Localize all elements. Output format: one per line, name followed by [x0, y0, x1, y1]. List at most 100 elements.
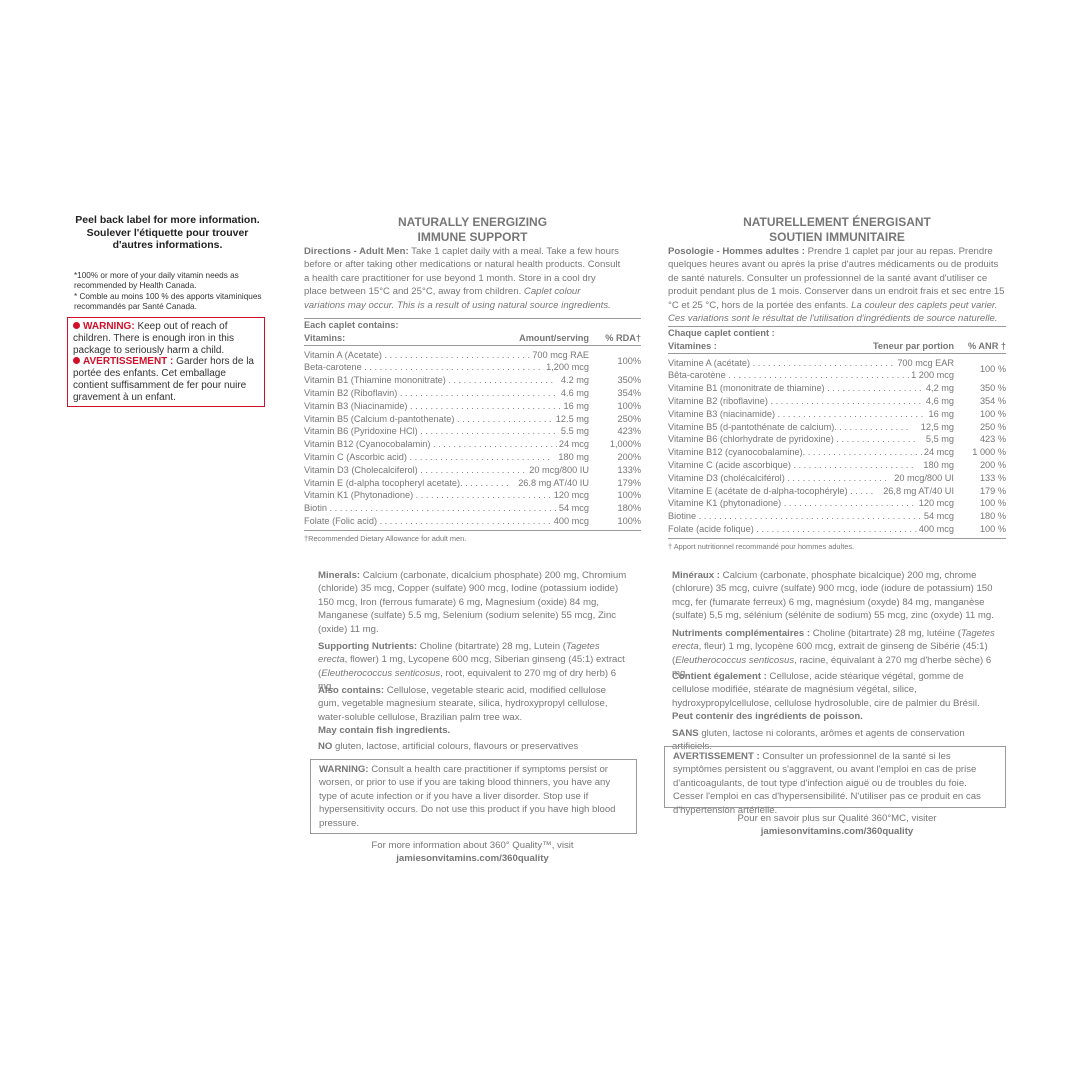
- facts-top-rule: [668, 326, 1006, 327]
- nutrient-row: Folate (Folic acid) . . . . . . . . . . …: [304, 515, 641, 528]
- en-also-label: Also contains:: [318, 685, 385, 696]
- nutrient-row: Vitamin B1 (Thiamine mononitrate) . . . …: [304, 374, 641, 387]
- fr-supporting-nutrients: Nutriments complémentaires : Choline (bi…: [672, 627, 1002, 681]
- nutrient-name: Vitamin C (Ascorbic acid) . . . . . . . …: [304, 451, 550, 462]
- fr-also-text: Cellulose, acide stéarique végétal, gomm…: [672, 671, 980, 709]
- nutrient-amount: 12,5 mg: [920, 421, 954, 432]
- fr-directions-text: Prendre 1 caplet par jour au repas. Pren…: [668, 246, 1005, 311]
- nutrient-amount: 5.5 mg: [560, 426, 589, 437]
- en-directions: Directions - Adult Men: Take 1 caplet da…: [304, 245, 621, 312]
- nutrient-percent: 100%: [617, 490, 642, 501]
- nutrient-amount: 120 mcg: [553, 490, 589, 501]
- nutrient-name: Vitamin D3 (Cholecalciferol) . . . . . .…: [304, 464, 528, 475]
- nutrient-name: Vitamine K1 (phytonadione) . . . . . . .…: [668, 498, 917, 509]
- nutrient-row: Vitamine B3 (niacinamide) . . . . . . . …: [668, 408, 1006, 421]
- nutrient-amount: 1 200 mcg: [911, 370, 954, 381]
- fr-supporting-text-3: , racine, équivalant à 270 mg d'herbe sè…: [672, 654, 992, 680]
- nutrient-percent: 423 %: [979, 434, 1006, 445]
- nutrient-row: Vitamine E (acétate de d-alpha-tocophéry…: [668, 485, 1006, 498]
- en-warning-label: WARNING:: [319, 764, 369, 775]
- nutrient-percent: 200 %: [979, 459, 1006, 470]
- nutrient-row: Vitamin K1 (Phytonadione) . . . . . . . …: [304, 489, 641, 502]
- nutrient-row: Vitamine B2 (riboflavine) . . . . . . . …: [668, 395, 1006, 408]
- nutrient-percent: 354 %: [979, 395, 1006, 406]
- fr-warning-label: AVERTISSEMENT :: [673, 751, 760, 762]
- nutrient-row: Vitamin B2 (Riboflavin) . . . . . . . . …: [304, 387, 641, 400]
- nutrient-row: Bêta-carotène . . . . . . . . . . . . . …: [668, 369, 1006, 382]
- en-free-from: NO gluten, lactose, artificial colours, …: [318, 740, 628, 753]
- nutrient-amount: 4.6 mg: [560, 387, 589, 398]
- peel-back-fr-1: Soulever l'étiquette pour trouver: [86, 226, 249, 239]
- iron-warning-en: WARNING: Keep out of reach of children. …: [73, 321, 259, 356]
- iron-avertissement-text: Garder hors de la portée des enfants. Ce…: [73, 356, 254, 403]
- en-warning-text: Consult a health care practitioner if sy…: [319, 764, 616, 829]
- nutrient-percent: 100 %: [979, 498, 1006, 509]
- fr-also-contains: Contient également : Cellulose, acide st…: [672, 670, 1002, 724]
- nutrient-amount: 20 mcg/800 UI: [894, 472, 954, 483]
- fr-more-info-text: Pour en savoir plus sur Qualité 360°MC, …: [737, 813, 937, 824]
- fr-directions-italic: La couleur des caplets peut varier. Ces …: [668, 299, 998, 325]
- nutrient-name: Vitamin B1 (Thiamine mononitrate) . . . …: [304, 375, 553, 386]
- en-column-headers: Vitamins: Amount/serving % RDA†: [304, 332, 641, 346]
- nutrient-percent: 133 %: [979, 472, 1006, 483]
- nutrient-amount: 24 mcg: [558, 439, 589, 450]
- en-minerals-text: Calcium (carbonate, dicalcium phosphate)…: [318, 570, 627, 635]
- nutrient-amount: 12.5 mg: [555, 413, 589, 424]
- nutrient-row: Vitamine K1 (phytonadione) . . . . . . .…: [668, 497, 1006, 510]
- fr-nutrient-rows: Vitamine A (acétate) . . . . . . . . . .…: [668, 357, 1006, 536]
- en-minerals-label: Minerals:: [318, 570, 361, 581]
- nutrient-row: Folate (acide folique) . . . . . . . . .…: [668, 523, 1006, 536]
- nutrient-percent: 1 000 %: [972, 447, 1006, 458]
- fr-supporting-italic-2: Eleutherococcus senticosus: [675, 654, 795, 666]
- fr-supporting-text-1: Choline (bitartrate) 28 mg, lutéine (: [810, 628, 961, 639]
- fr-column-headers: Vitamines : Teneur par portion % ANR †: [668, 340, 1006, 354]
- en-more-info-text: For more information about 360° Quality™…: [371, 840, 574, 851]
- en-footnote: †Recommended Dietary Allowance for adult…: [304, 533, 467, 543]
- nutrient-percent: 179 %: [979, 485, 1006, 496]
- nutrient-name: Vitamine B3 (niacinamide) . . . . . . . …: [668, 408, 927, 419]
- en-title-line-2: IMMUNE SUPPORT: [417, 230, 528, 244]
- nutrient-percent: 133%: [617, 464, 642, 475]
- nutrient-row: Vitamin B3 (Niacinamide) . . . . . . . .…: [304, 400, 641, 413]
- nutrient-amount: 4.2 mg: [560, 375, 589, 386]
- fr-supporting-text-2: , fleur) 1 mg, lycopène 600 mcg, extrait…: [672, 641, 988, 666]
- nutrient-percent: 179%: [617, 477, 642, 488]
- nutrient-percent: 180%: [617, 503, 642, 514]
- nutrient-name: Vitamin E (d-alpha tocopheryl acetate). …: [304, 477, 509, 488]
- nutrient-name: Vitamine D3 (cholécalciférol) . . . . . …: [668, 472, 887, 483]
- en-supplement-facts: Each caplet contains: Vitamins: Amount/s…: [304, 318, 641, 544]
- peel-back-fr-2: d'autres informations.: [112, 239, 223, 251]
- en-col-vitamins: Vitamins:: [304, 332, 346, 343]
- fr-more-info: Pour en savoir plus sur Qualité 360°MC, …: [668, 812, 1006, 839]
- fr-title: NATURELLEMENT ÉNERGISANT SOUTIEN IMMUNIT…: [668, 215, 1006, 245]
- nutrient-name: Vitamin B12 (Cyanocobalamin) . . . . . .…: [304, 439, 557, 450]
- nutrient-name: Vitamine B12 (cyanocobalamine). . . . . …: [668, 447, 922, 458]
- fr-col-pct: % ANR †: [968, 340, 1006, 351]
- nutrient-percent: 100 %: [979, 408, 1006, 419]
- nutrient-row: Vitamin B6 (Pyridoxine HCl) . . . . . . …: [304, 425, 641, 438]
- fr-website-link[interactable]: jamiesonvitamins.com/360quality: [760, 826, 914, 838]
- nutrient-name: Vitamine C (acide ascorbique) . . . . . …: [668, 459, 914, 470]
- nutrient-name: Vitamin B6 (Pyridoxine HCl) . . . . . . …: [304, 426, 556, 437]
- en-fish-notice: May contain fish ingredients.: [318, 725, 451, 737]
- nutrient-amount: 180 mg: [923, 459, 954, 470]
- nutrient-percent: 100%: [617, 515, 642, 526]
- nutrient-amount: 54 mcg: [923, 511, 954, 522]
- nutrient-row: Vitamine B6 (chlorhydrate de pyridoxine)…: [668, 433, 1006, 446]
- nutrient-name: Vitamin B5 (Calcium d-pantothenate) . . …: [304, 413, 552, 424]
- fr-table-header: Chaque caplet contient :: [668, 328, 775, 338]
- nutrient-name: Vitamine A (acétate) . . . . . . . . . .…: [668, 357, 896, 368]
- fr-warning-text: Consulter un professionnel de la santé s…: [673, 751, 981, 816]
- en-no-text: gluten, lactose, artificial colours, fla…: [332, 741, 579, 752]
- nutrient-percent: 200%: [617, 451, 642, 462]
- nutrient-name: Vitamine B1 (mononitrate de thiamine) . …: [668, 383, 922, 394]
- nutrient-percent: 350%: [617, 375, 642, 386]
- nutrient-amount: 16 mg: [563, 400, 589, 411]
- fr-minerals-text: Calcium (carbonate, phosphate bicalcique…: [672, 570, 994, 622]
- nutrient-row: Beta-carotene . . . . . . . . . . . . . …: [304, 361, 641, 374]
- en-website-link[interactable]: jamiesonvitamins.com/360quality: [396, 853, 549, 865]
- nutrient-name: Vitamine B5 (d-pantothénate de calcium).…: [668, 421, 909, 432]
- en-no-label: NO: [318, 741, 333, 752]
- en-table-header: Each caplet contains:: [304, 320, 399, 330]
- fr-supporting-italic-1: Tagetes erecta: [672, 628, 995, 653]
